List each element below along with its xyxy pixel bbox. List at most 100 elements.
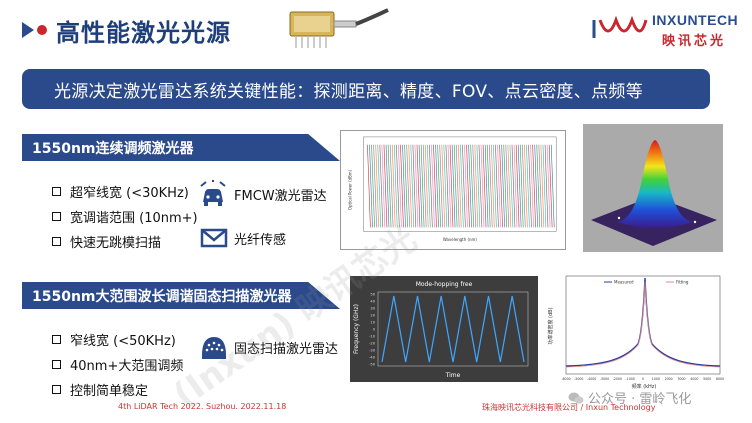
spectrum-line (435, 144, 439, 228)
spectrum-line (468, 144, 472, 228)
spectrum-line (505, 144, 510, 228)
spectrum-line (522, 144, 526, 228)
linewidth-xtick: -6000 (561, 377, 570, 381)
spectrum-line (420, 144, 425, 228)
section-title-fmcw: 1550nm连续调频激光器 (22, 134, 340, 161)
feature-solid-state-lidar: 固态扫描激光雷达 (200, 333, 338, 361)
spectrum-line (503, 144, 507, 228)
list-item: 超窄线宽 (<30KHz) (52, 182, 189, 201)
feature-label: 固态扫描激光雷达 (234, 341, 339, 357)
list-item: 窄线宽 (<50KHz) (52, 330, 176, 349)
list-item: 控制简单稳定 (52, 380, 148, 399)
spectrum-line (449, 144, 454, 228)
linewidth-xtick: 5000 (703, 377, 711, 381)
banner-text: 光源决定激光雷达系统关键性能：探测距离、精度、FOV、点云密度、点频等 (54, 81, 643, 102)
spectrum-line (482, 144, 487, 228)
spectrum-line (383, 144, 388, 228)
spectrum-line (474, 144, 479, 228)
spectrum-line (464, 144, 468, 228)
spectrum-line (472, 144, 477, 228)
spectrum-line (548, 144, 553, 228)
bullet-square-icon (52, 212, 61, 221)
bullet-square-icon (52, 237, 61, 246)
spectrum-line (524, 144, 528, 228)
spectrum-line (495, 144, 499, 228)
spectrum-line (371, 144, 375, 228)
section-title-text: 1550nm连续调频激光器 (32, 140, 194, 157)
linewidth-xtick: 4000 (690, 377, 698, 381)
spectrum-line (538, 144, 543, 228)
spectrum-line (367, 144, 371, 228)
spectrum-line (412, 144, 417, 228)
mode-hop-ytick: 40 (370, 300, 375, 304)
spectrum-line (491, 144, 495, 228)
spectrum-line (534, 144, 538, 228)
spectrum-line (513, 144, 518, 228)
wechat-watermark: 公众号 · 雷岭飞化 (568, 388, 691, 407)
spectrum-line (369, 144, 373, 228)
feature-label: FMCW激光雷达 (234, 188, 327, 204)
spectrum-line (476, 144, 481, 228)
mode-hop-title: Mode-hopping free (416, 281, 473, 288)
linewidth-xtick: 0 (642, 377, 644, 381)
spectrum-line (443, 144, 448, 228)
bullet-square-icon (52, 360, 61, 369)
spectrum-line (402, 144, 406, 228)
section-title-solid-state: 1550nm大范围波长调谐固态扫描激光器 (22, 282, 340, 309)
spectrum-line (488, 144, 493, 228)
wechat-icon (568, 392, 584, 404)
linewidth-xtick: -1000 (626, 377, 635, 381)
spectrum-line (462, 144, 466, 228)
spectrum-line (387, 144, 392, 228)
beam-profile-3d-plot (583, 124, 723, 252)
section-title-text: 1550nm大范围波长调谐固态扫描激光器 (32, 288, 292, 305)
spectrum-line (385, 144, 390, 228)
spectrum-ylabel: Optical Power (dBm) (348, 169, 353, 210)
spectrum-line (460, 144, 464, 228)
spectrum-line (536, 144, 541, 228)
spectrum-line (400, 144, 404, 228)
spectrum-line (391, 144, 396, 228)
spectrum-line (451, 144, 456, 228)
spectrum-line (441, 144, 446, 228)
key-message-banner: 光源决定激光雷达系统关键性能：探测距离、精度、FOV、点云密度、点频等 (22, 69, 710, 109)
linewidth-xlabel: 频率 (kHz) (632, 383, 657, 390)
mode-hop-ytick: 10 (370, 321, 375, 325)
company-logo-mark (592, 15, 648, 38)
spectrum-line (517, 144, 522, 228)
bullet-text: 40nm+大范围调频 (70, 359, 184, 374)
linewidth-xtick: -5000 (574, 377, 583, 381)
linewidth-xtick: -2000 (613, 377, 622, 381)
mode-hop-ytick: -40 (369, 356, 376, 360)
spectrum-line (394, 144, 398, 228)
spectrum-line (486, 144, 491, 228)
list-item: 40nm+大范围调频 (52, 355, 183, 374)
spectrum-line (410, 144, 415, 228)
spectrum-line (375, 144, 379, 228)
spectrum-line (453, 144, 458, 228)
spectrum-line (493, 144, 497, 228)
spectrum-chart: Optical Power (dBm) Wavelength (nm) (340, 130, 566, 250)
spectrum-line (416, 144, 421, 228)
feature-fiber-sensing: 光纤传感 (200, 227, 286, 249)
mode-hop-ytick: 50 (370, 293, 375, 297)
spectrum-line (540, 144, 545, 228)
spectrum-line (497, 144, 501, 228)
mode-hop-chart: Mode-hopping free 50403020100-10-20-30-4… (350, 276, 538, 382)
spectrum-line (445, 144, 450, 228)
spectrum-line (499, 144, 503, 228)
spectrum-line (470, 144, 474, 228)
envelope-icon (200, 228, 228, 248)
spectrum-line (484, 144, 489, 228)
spectrum-line (526, 144, 530, 228)
legend-fitting: Fitting (676, 280, 689, 285)
spectrum-line (373, 144, 377, 228)
spectrum-line (414, 144, 419, 228)
mode-hop-ytick: 20 (370, 314, 375, 318)
page-title: 高性能激光光源 (56, 19, 231, 47)
spectrum-line (398, 144, 402, 228)
list-item: 快速无跳模扫描 (52, 232, 161, 251)
logo-text-en: INXUNTECH (652, 12, 739, 28)
laser-device-image (289, 8, 389, 48)
linewidth-ylabel: 功率谱密度 (dB) (547, 307, 554, 344)
